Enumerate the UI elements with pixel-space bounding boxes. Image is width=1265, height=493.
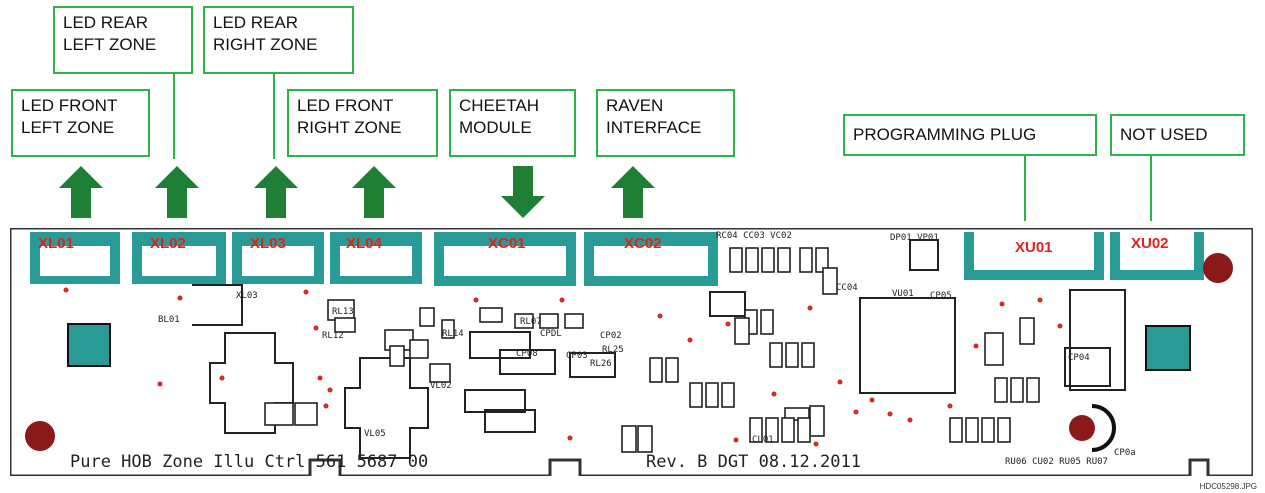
connector-label-xl01: XL01 bbox=[38, 235, 74, 252]
connector-xl03: XL03 bbox=[232, 232, 324, 284]
svg-text:RL07: RL07 bbox=[520, 317, 542, 327]
callout-raven-interface: RAVEN INTERFACE bbox=[596, 89, 735, 157]
connector-xu01: XU01 bbox=[964, 232, 1104, 280]
connector-xc01: XC01 bbox=[434, 232, 576, 286]
arrow-up-icon bbox=[352, 166, 396, 218]
arrow-up-icon bbox=[155, 166, 199, 218]
connector-label-xc02: XC02 bbox=[624, 235, 662, 252]
mounting-hole bbox=[25, 421, 55, 451]
arrow-down-icon bbox=[501, 166, 545, 218]
connector-xl02: XL02 bbox=[132, 232, 226, 284]
arrow-up-icon bbox=[611, 166, 655, 218]
svg-text:CP0a: CP0a bbox=[1114, 448, 1136, 458]
svg-text:CPDL: CPDL bbox=[540, 329, 562, 339]
test-pad bbox=[67, 323, 111, 367]
svg-text:XL03: XL03 bbox=[236, 291, 258, 301]
svg-text:VL05: VL05 bbox=[364, 429, 386, 439]
svg-text:RL13: RL13 bbox=[332, 307, 354, 317]
arrow-up-icon bbox=[59, 166, 103, 218]
connector-label-xu02: XU02 bbox=[1131, 235, 1169, 252]
svg-text:RL26: RL26 bbox=[590, 359, 612, 369]
connector-label-xl03: XL03 bbox=[250, 235, 286, 252]
connector-label-xl02: XL02 bbox=[150, 235, 186, 252]
svg-text:CP05: CP05 bbox=[930, 291, 952, 301]
connector-xu02: XU02 bbox=[1110, 232, 1204, 280]
circuit-board: XL01 XL02 XL03 XL04 XC01 XC02 XU01 XU02 bbox=[10, 228, 1253, 476]
svg-text:CP04: CP04 bbox=[1068, 353, 1090, 363]
connector-label-xl04: XL04 bbox=[346, 235, 383, 252]
connector-label-xc01: XC01 bbox=[488, 235, 526, 252]
arrow-up-icon bbox=[254, 166, 298, 218]
svg-text:BL01: BL01 bbox=[158, 315, 180, 325]
test-pad bbox=[1145, 325, 1191, 371]
leader-line-programming bbox=[1024, 155, 1026, 221]
board-silkscreen-right: Rev. B DGT 08.12.2011 bbox=[646, 452, 861, 472]
connector-label-xu01: XU01 bbox=[1015, 239, 1053, 256]
callout-led-rear-left: LED REAR LEFT ZONE bbox=[53, 6, 193, 74]
callout-programming-plug: PROGRAMMING PLUG bbox=[843, 114, 1097, 156]
connector-xl01: XL01 bbox=[30, 232, 120, 284]
callout-not-used: NOT USED bbox=[1110, 114, 1245, 156]
svg-text:RL12: RL12 bbox=[322, 331, 344, 341]
callout-led-front-left: LED FRONT LEFT ZONE bbox=[11, 89, 150, 157]
svg-text:CL01: CL01 bbox=[752, 435, 774, 445]
mounting-hole bbox=[1069, 415, 1095, 441]
callout-led-front-right: LED FRONT RIGHT ZONE bbox=[287, 89, 438, 157]
connector-xl04: XL04 bbox=[330, 232, 422, 284]
svg-text:RL25: RL25 bbox=[602, 345, 624, 355]
callout-led-rear-right: LED REAR RIGHT ZONE bbox=[203, 6, 354, 74]
svg-text:RC04 CC03 VC02: RC04 CC03 VC02 bbox=[716, 231, 792, 241]
leader-line-rear-left bbox=[173, 73, 175, 159]
board-silkscreen-bottom-right: RU06 CU02 RU05 RU07 bbox=[1005, 457, 1108, 467]
file-reference: HDC05298.JPG bbox=[1199, 482, 1257, 491]
svg-text:VL02: VL02 bbox=[430, 381, 452, 391]
svg-text:RL14: RL14 bbox=[442, 329, 464, 339]
mounting-hole bbox=[1203, 253, 1233, 283]
svg-text:CP03: CP03 bbox=[566, 351, 588, 361]
leader-line-not-used bbox=[1150, 155, 1152, 221]
connector-xc02: XC02 bbox=[584, 232, 718, 286]
callout-cheetah-module: CHEETAH MODULE bbox=[449, 89, 576, 157]
svg-text:CC04: CC04 bbox=[836, 283, 858, 293]
leader-line-rear-right bbox=[273, 73, 275, 159]
svg-text:VU01: VU01 bbox=[892, 289, 914, 299]
svg-text:DP01 VP01: DP01 VP01 bbox=[890, 233, 939, 243]
svg-text:CP02: CP02 bbox=[600, 331, 622, 341]
board-silkscreen-left: Pure HOB Zone Illu Ctrl 561 5687 00 bbox=[70, 452, 428, 472]
svg-text:CP08: CP08 bbox=[516, 349, 538, 359]
